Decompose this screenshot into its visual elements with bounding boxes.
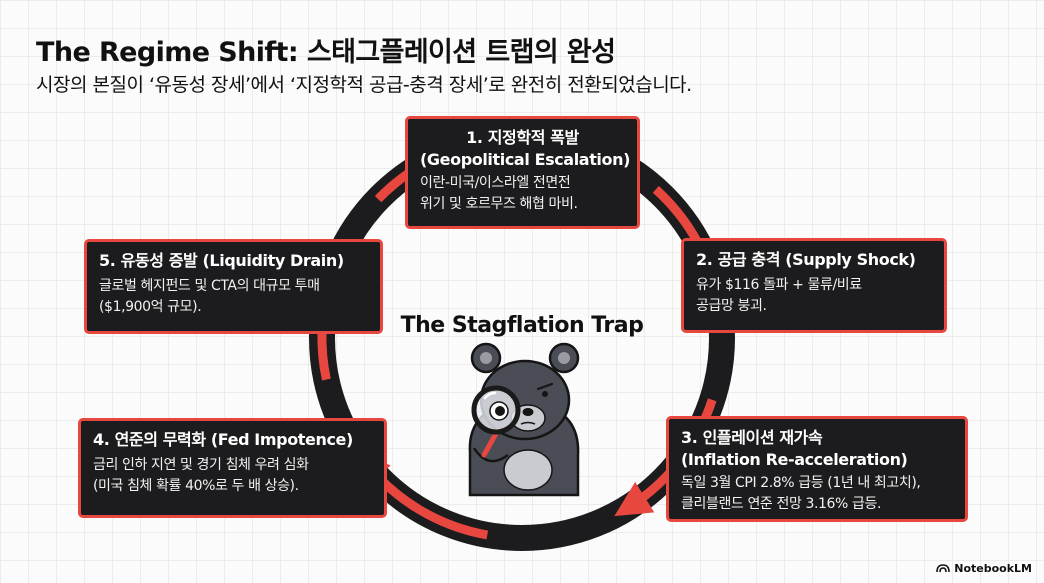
step-heading-en: (Geopolitical Escalation) [420,150,631,169]
step-box-1: 1. 지정학적 폭발 (Geopolitical Escalation) 이란-… [405,116,640,229]
bear-belly [503,449,553,491]
step-box-5: 5. 유동성 증발 (Liquidity Drain) 글로벌 헤지펀드 및 C… [84,239,383,334]
step-heading: 1. 지정학적 폭발 [466,128,579,147]
step-body-line: 위기 및 호르무즈 해협 마비. [420,196,578,212]
step-heading: 2. 공급 충격 (Supply Shock) [696,250,916,269]
notebooklm-icon [936,564,951,573]
step-body-line: 글로벌 헤지펀드 및 CTA의 대규모 투매 [99,278,320,294]
step-heading: 5. 유동성 증발 (Liquidity Drain) [99,251,344,270]
step-body-line: 금리 인하 지연 및 경기 침체 우려 심화 [93,457,309,473]
step-heading-en: (Inflation Re-acceleration) [681,450,908,469]
step-body-line: 유가 $116 돌파 + 물류/비료 [696,277,862,293]
step-body-line: 독일 3월 CPI 2.8% 급등 (1년 내 최고치), [681,475,921,491]
bear-illustration [468,342,580,497]
center-title: The Stagflation Trap [400,313,644,338]
step-heading: 4. 연준의 무력화 (Fed Impotence) [93,430,353,449]
step-body-line: 공급망 붕괴. [696,298,767,314]
brand-logo: NotebookLM [936,562,1032,575]
step-heading: 3. 인플레이션 재가속 [681,428,823,447]
step-box-3: 3. 인플레이션 재가속 (Inflation Re-acceleration)… [666,416,968,522]
step-box-4: 4. 연준의 무력화 (Fed Impotence) 금리 인하 지연 및 경기… [78,418,387,518]
page-subtitle: 시장의 본질이 ‘유동성 장세’에서 ‘지정학적 공급-충격 장세’로 완전히 … [36,74,692,96]
step-box-2: 2. 공급 충격 (Supply Shock) 유가 $116 돌파 + 물류/… [681,238,947,333]
step-body-line: 클리블랜드 연준 전망 3.16% 급등. [681,496,882,512]
step-body-line: (미국 침체 확률 40%로 두 배 상승). [93,478,299,494]
page-title: The Regime Shift: 스태그플레이션 트랩의 완성 [36,37,616,68]
bear-nose [522,408,534,416]
step-body-line: ($1,900억 규모). [99,299,202,315]
brand-label: NotebookLM [954,562,1032,575]
step-body-line: 이란-미국/이스라엘 전면전 [420,175,571,191]
